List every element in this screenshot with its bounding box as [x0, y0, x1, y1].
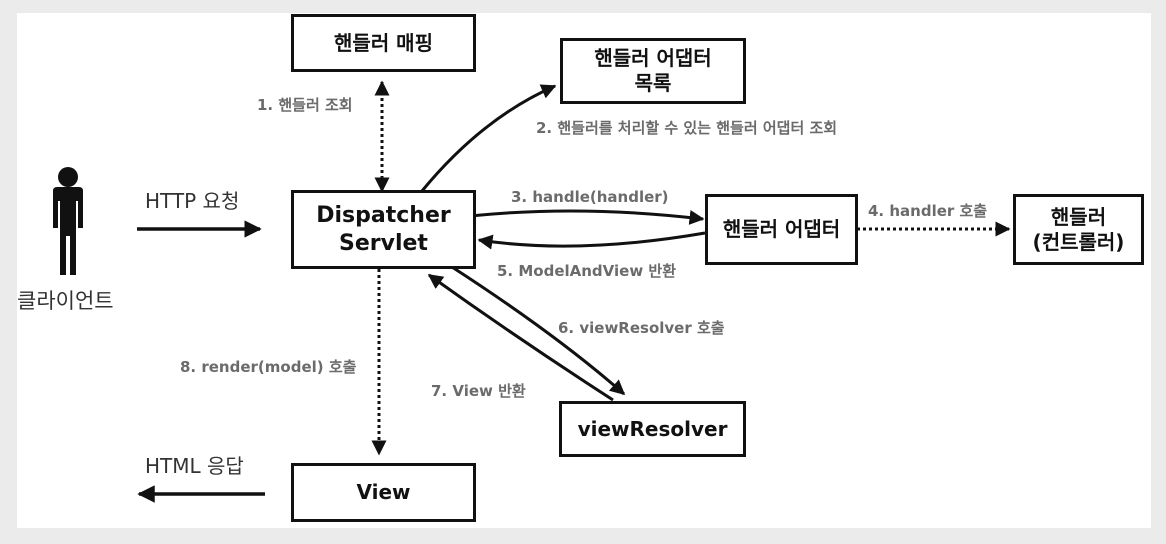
- adapter-list-label-line1: 핸들러 어댑터: [594, 46, 712, 70]
- client-label: 클라이언트: [17, 289, 114, 313]
- client-person-icon: [53, 167, 83, 275]
- view-resolver-label: viewResolver: [577, 416, 728, 441]
- step5-label: 5. ModelAndView 반환: [497, 262, 677, 280]
- handler-adapter-label: 핸들러 어댑터: [722, 217, 841, 241]
- view-resolver-box: viewResolver: [559, 401, 746, 457]
- handler-box: 핸들러 (컨트롤러): [1013, 194, 1144, 265]
- diagram-canvas: 핸들러 매핑 핸들러 어댑터 목록 Dispatcher Servlet 핸들러…: [17, 13, 1151, 528]
- dispatcher-label-line2: Servlet: [339, 230, 428, 256]
- adapter-list-label-line2: 목록: [634, 71, 672, 95]
- step7-label: 7. View 반환: [431, 382, 526, 400]
- dispatcher-servlet-box: Dispatcher Servlet: [291, 190, 476, 269]
- handler-mapping-label: 핸들러 매핑: [334, 30, 433, 55]
- step1-label: 1. 핸들러 조회: [257, 96, 353, 114]
- arrow-model-and-view: [477, 231, 706, 250]
- arrow-handle: [444, 209, 705, 225]
- arrow-adapter-lookup: [420, 84, 557, 192]
- handler-mapping-box: 핸들러 매핑: [291, 14, 476, 72]
- handler-label-line2: (컨트롤러): [1032, 229, 1125, 254]
- adapter-list-box: 핸들러 어댑터 목록: [560, 38, 746, 104]
- step2-label: 2. 핸들러를 처리할 수 있는 핸들러 어댑터 조회: [536, 119, 838, 137]
- arrow-view-resolver-call: [451, 265, 626, 396]
- view-label: View: [356, 480, 411, 504]
- handler-label-line1: 핸들러: [1050, 204, 1107, 229]
- view-box: View: [291, 463, 476, 522]
- step8-label: 8. render(model) 호출: [180, 358, 357, 376]
- arrows-layer: [53, 80, 1011, 503]
- arrow-view-return: [427, 273, 614, 402]
- step6-label: 6. viewResolver 호출: [558, 319, 725, 337]
- step3-label: 3. handle(handler): [511, 188, 669, 206]
- dispatcher-label-line1: Dispatcher: [316, 203, 451, 228]
- handler-adapter-box: 핸들러 어댑터: [705, 194, 858, 265]
- html-response-label: HTML 응답: [145, 454, 244, 478]
- step4-label: 4. handler 호출: [868, 202, 988, 220]
- http-request-label: HTTP 요청: [145, 189, 240, 213]
